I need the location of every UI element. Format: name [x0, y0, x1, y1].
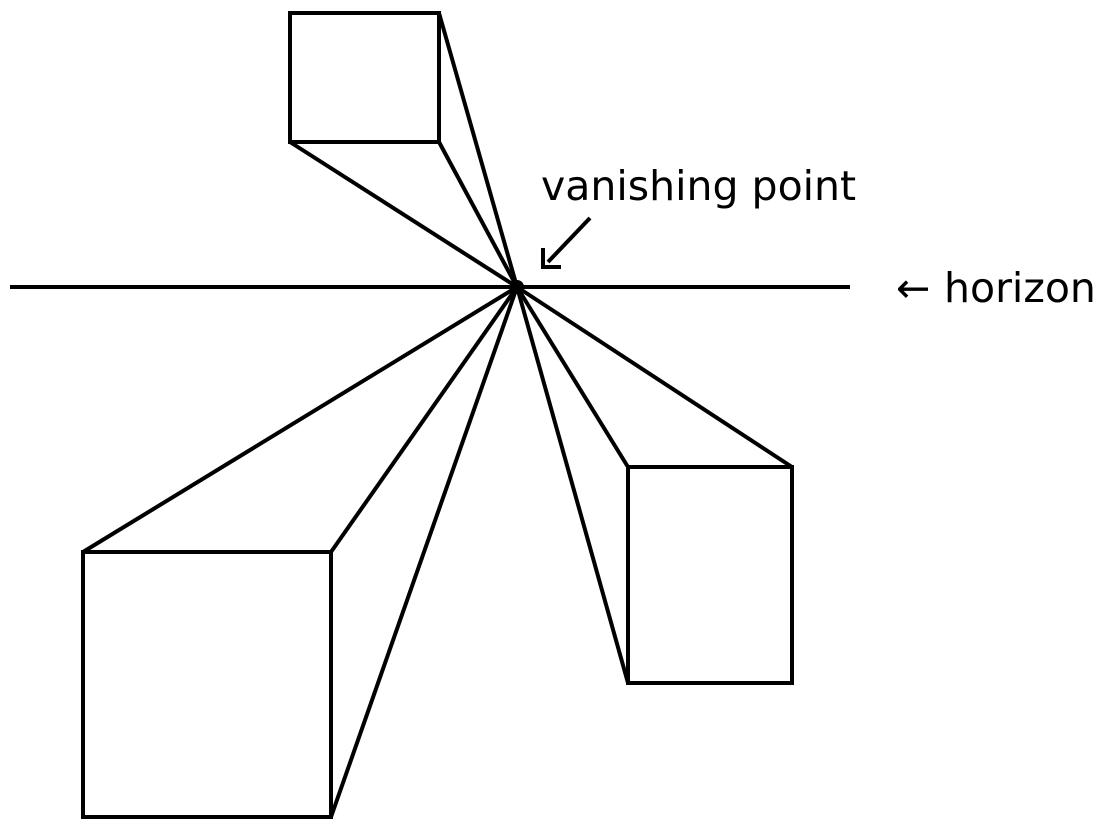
- bottom-right-box-ray-bottom-left: [515, 286, 630, 684]
- bottom-left-box: [81, 285, 519, 819]
- vanishing-point-arrow-head: [541, 248, 561, 269]
- bottom-right-box-face: [626, 465, 794, 685]
- bottom-right-box-ray-top-right: [515, 285, 794, 469]
- horizon-label: horizon: [944, 264, 1096, 312]
- bottom-left-box-ray-bottom-right: [329, 286, 519, 818]
- top-box-ray-bottom-right: [437, 141, 519, 288]
- bottom-left-box-ray-top-left: [81, 285, 519, 554]
- vanishing-point-arrow: [541, 216, 592, 269]
- bottom-left-box-face: [81, 550, 333, 819]
- top-box-ray-bottom-left: [288, 140, 519, 289]
- bottom-right-box: [515, 285, 794, 685]
- bottom-left-box-ray-top-right: [329, 285, 519, 554]
- bottom-right-box-ray-top-left: [515, 285, 630, 469]
- top-box-face: [288, 11, 441, 144]
- top-box: [288, 11, 519, 289]
- horizon-arrow-icon: ←: [896, 264, 930, 312]
- top-box-ray-top-right: [437, 12, 519, 288]
- vanishing-point-label: vanishing point: [541, 162, 856, 210]
- vanishing-point-arrow-shaft: [546, 216, 592, 264]
